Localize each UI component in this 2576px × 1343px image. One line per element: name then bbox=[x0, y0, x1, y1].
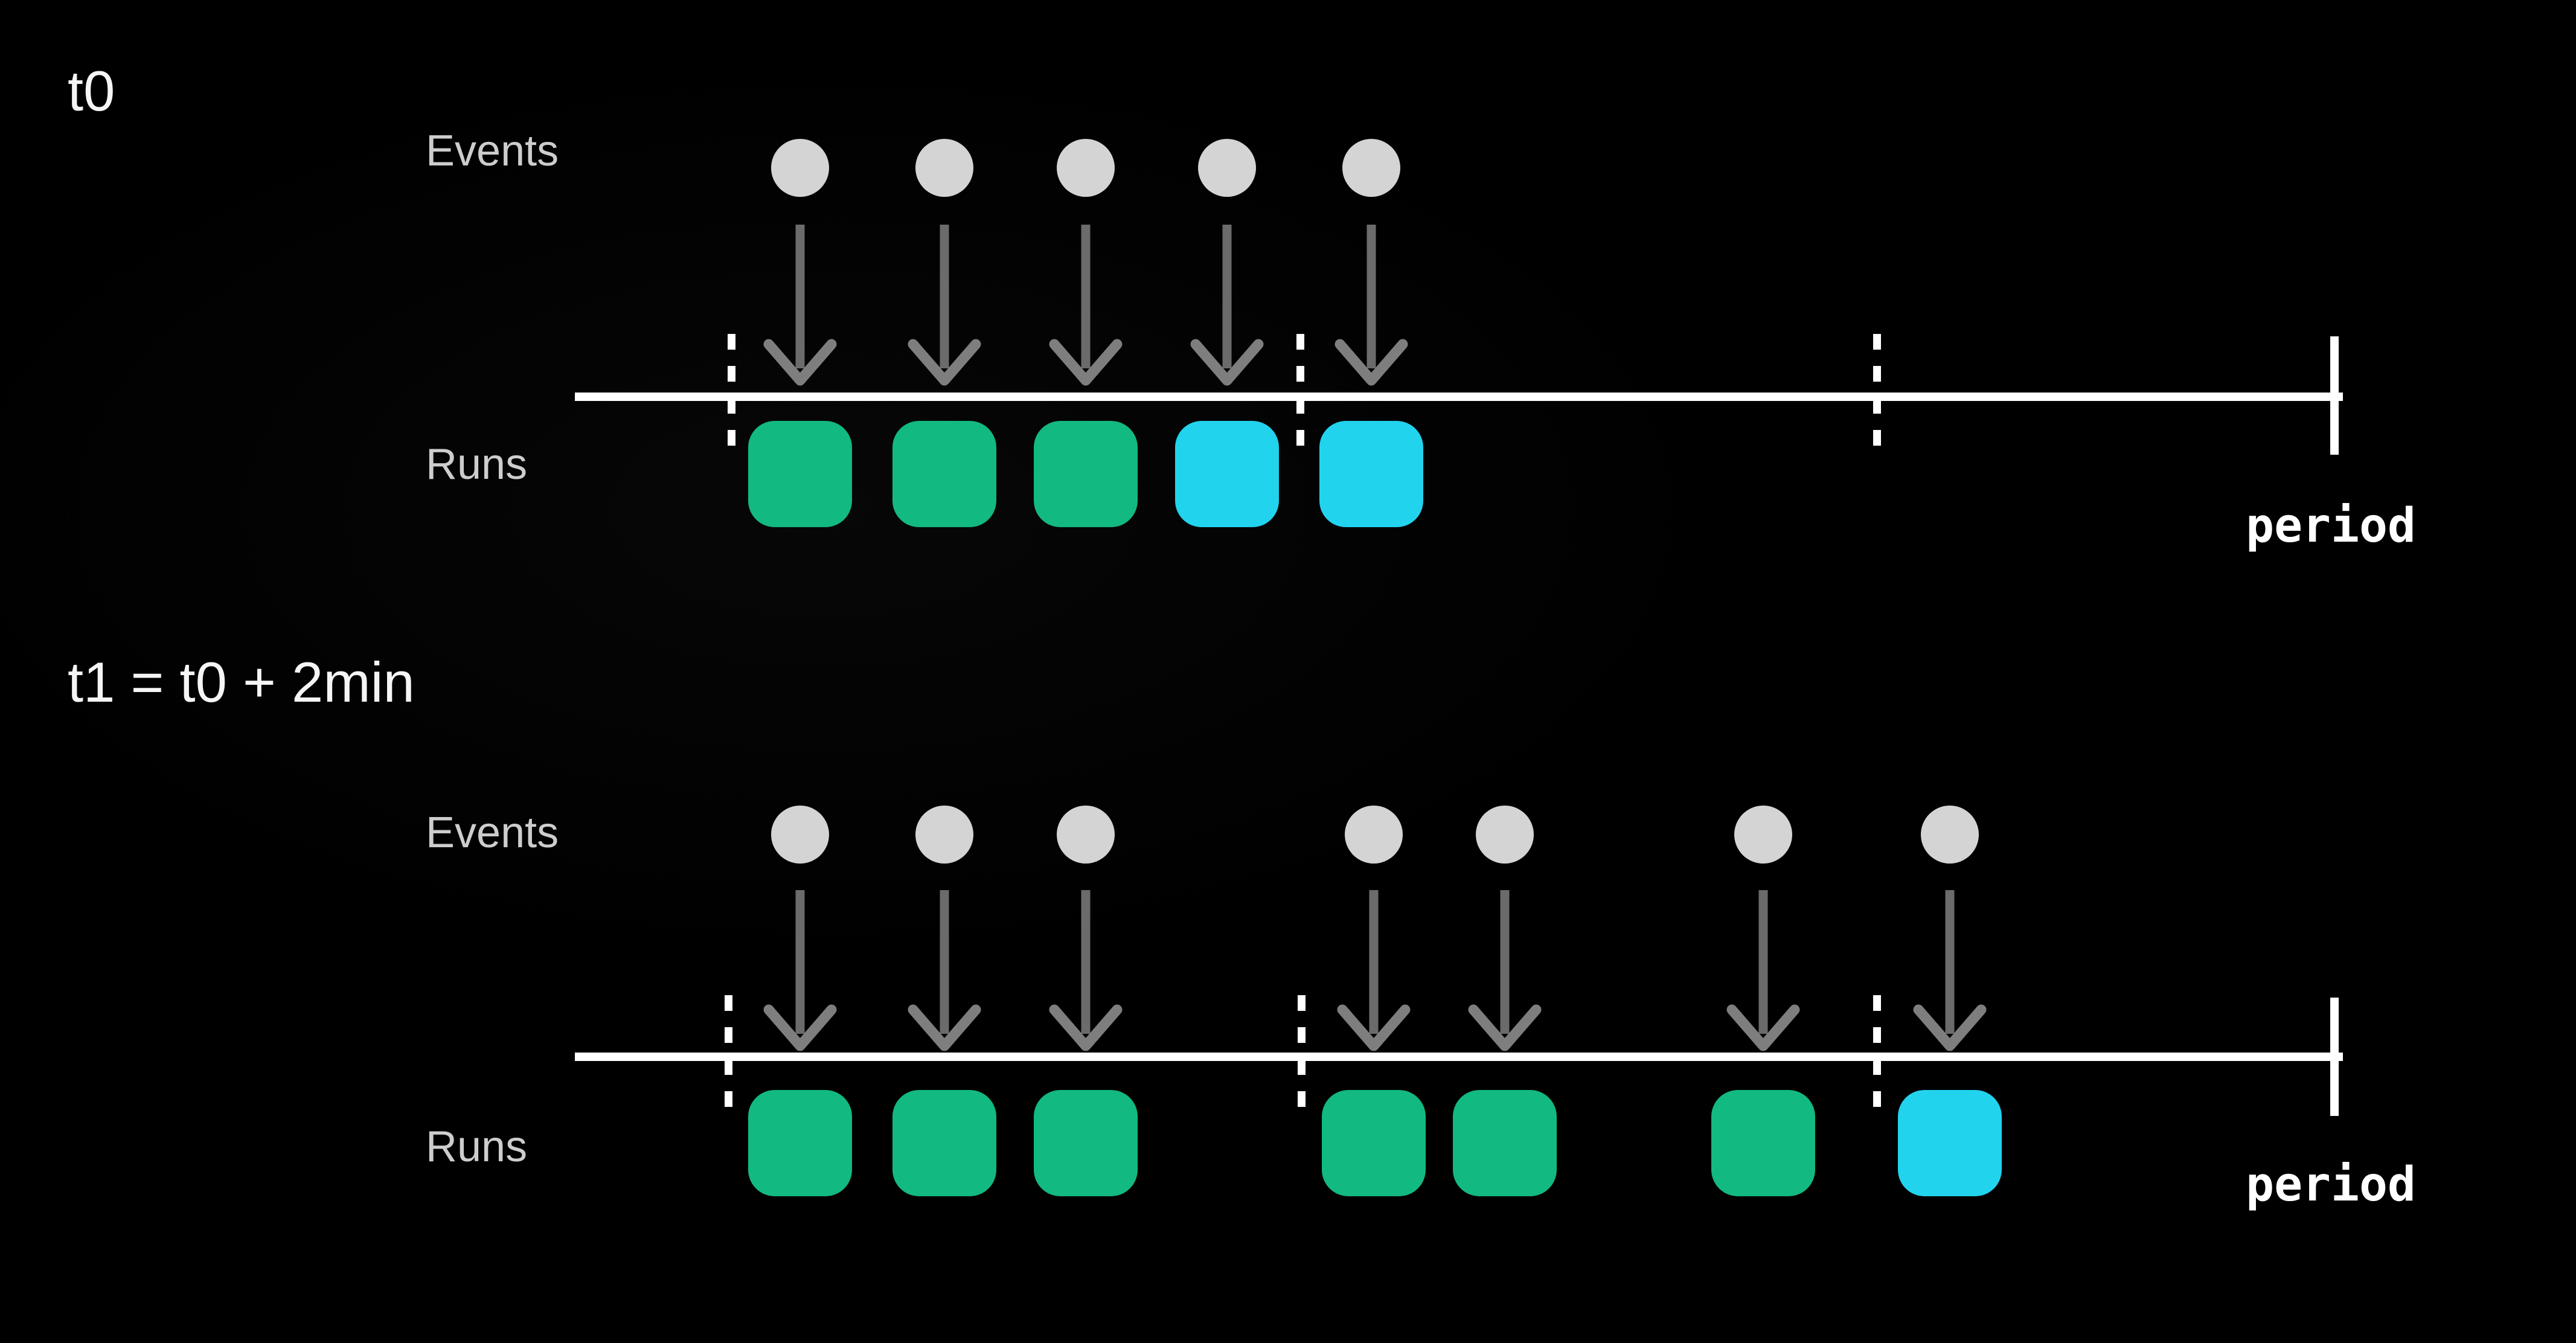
event-dot bbox=[915, 139, 973, 197]
run-block-throttled bbox=[1319, 421, 1423, 527]
timeline-axis bbox=[575, 1053, 2343, 1061]
section-title: t0 bbox=[68, 59, 115, 123]
event-arrow-down-icon bbox=[1049, 225, 1123, 386]
section-title: t1 = t0 + 2min bbox=[68, 650, 415, 714]
period-boundary-dashed-line bbox=[727, 334, 735, 452]
event-dot bbox=[1342, 139, 1400, 197]
event-dot bbox=[1476, 806, 1534, 864]
run-block-throttled bbox=[1175, 421, 1279, 527]
period-boundary-dashed-line bbox=[1296, 334, 1304, 452]
event-arrow-down-icon bbox=[1913, 890, 1987, 1051]
period-label: period bbox=[2246, 1158, 2416, 1212]
run-block-ok bbox=[892, 421, 996, 527]
event-dot bbox=[1198, 139, 1256, 197]
event-dot bbox=[915, 806, 973, 864]
event-arrow-down-icon bbox=[1468, 890, 1542, 1051]
period-label: period bbox=[2246, 499, 2416, 553]
timeline-end-tick bbox=[2330, 336, 2339, 455]
event-arrow-down-icon bbox=[763, 225, 837, 386]
timeline-axis bbox=[575, 393, 2343, 401]
period-boundary-dashed-line bbox=[1873, 995, 1881, 1113]
event-dot bbox=[771, 806, 829, 864]
period-boundary-dashed-line bbox=[1297, 995, 1306, 1113]
event-dot bbox=[1734, 806, 1792, 864]
event-arrow-down-icon bbox=[908, 225, 981, 386]
run-block-ok bbox=[1711, 1090, 1815, 1196]
event-dot bbox=[771, 139, 829, 197]
run-block-ok bbox=[1034, 1090, 1138, 1196]
event-arrow-down-icon bbox=[1726, 890, 1800, 1051]
period-boundary-dashed-line bbox=[724, 995, 732, 1113]
run-block-ok bbox=[1322, 1090, 1426, 1196]
runs-row-label: Runs bbox=[426, 440, 528, 489]
event-dot bbox=[1057, 139, 1115, 197]
event-arrow-down-icon bbox=[763, 890, 837, 1051]
event-arrow-down-icon bbox=[1337, 890, 1411, 1051]
timeline-end-tick bbox=[2330, 998, 2339, 1116]
event-arrow-down-icon bbox=[908, 890, 981, 1051]
event-dot bbox=[1057, 806, 1115, 864]
run-block-ok bbox=[748, 1090, 852, 1196]
event-arrow-down-icon bbox=[1190, 225, 1264, 386]
event-arrow-down-icon bbox=[1334, 225, 1408, 386]
event-dot bbox=[1345, 806, 1403, 864]
events-row-label: Events bbox=[426, 809, 559, 857]
run-block-ok bbox=[1453, 1090, 1557, 1196]
period-boundary-dashed-line bbox=[1873, 334, 1881, 452]
run-block-ok bbox=[1034, 421, 1138, 527]
event-dot bbox=[1921, 806, 1979, 864]
runs-row-label: Runs bbox=[426, 1123, 528, 1171]
run-block-ok bbox=[748, 421, 852, 527]
run-block-throttled bbox=[1898, 1090, 2002, 1196]
events-row-label: Events bbox=[426, 127, 559, 175]
run-block-ok bbox=[892, 1090, 996, 1196]
event-arrow-down-icon bbox=[1049, 890, 1123, 1051]
